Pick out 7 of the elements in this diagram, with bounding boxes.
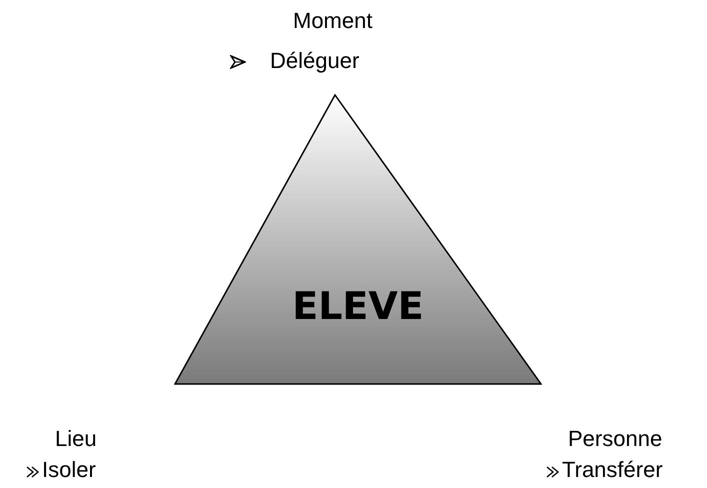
corner-label: Transférer (562, 457, 663, 483)
corner-label: Lieu (55, 426, 97, 452)
corner-label: Personne (568, 426, 662, 452)
corner-label: Moment (293, 8, 372, 34)
node-label: ELEVE (292, 284, 424, 328)
corner-label: Isoler (42, 457, 96, 483)
corner-label: Déléguer (270, 48, 360, 74)
